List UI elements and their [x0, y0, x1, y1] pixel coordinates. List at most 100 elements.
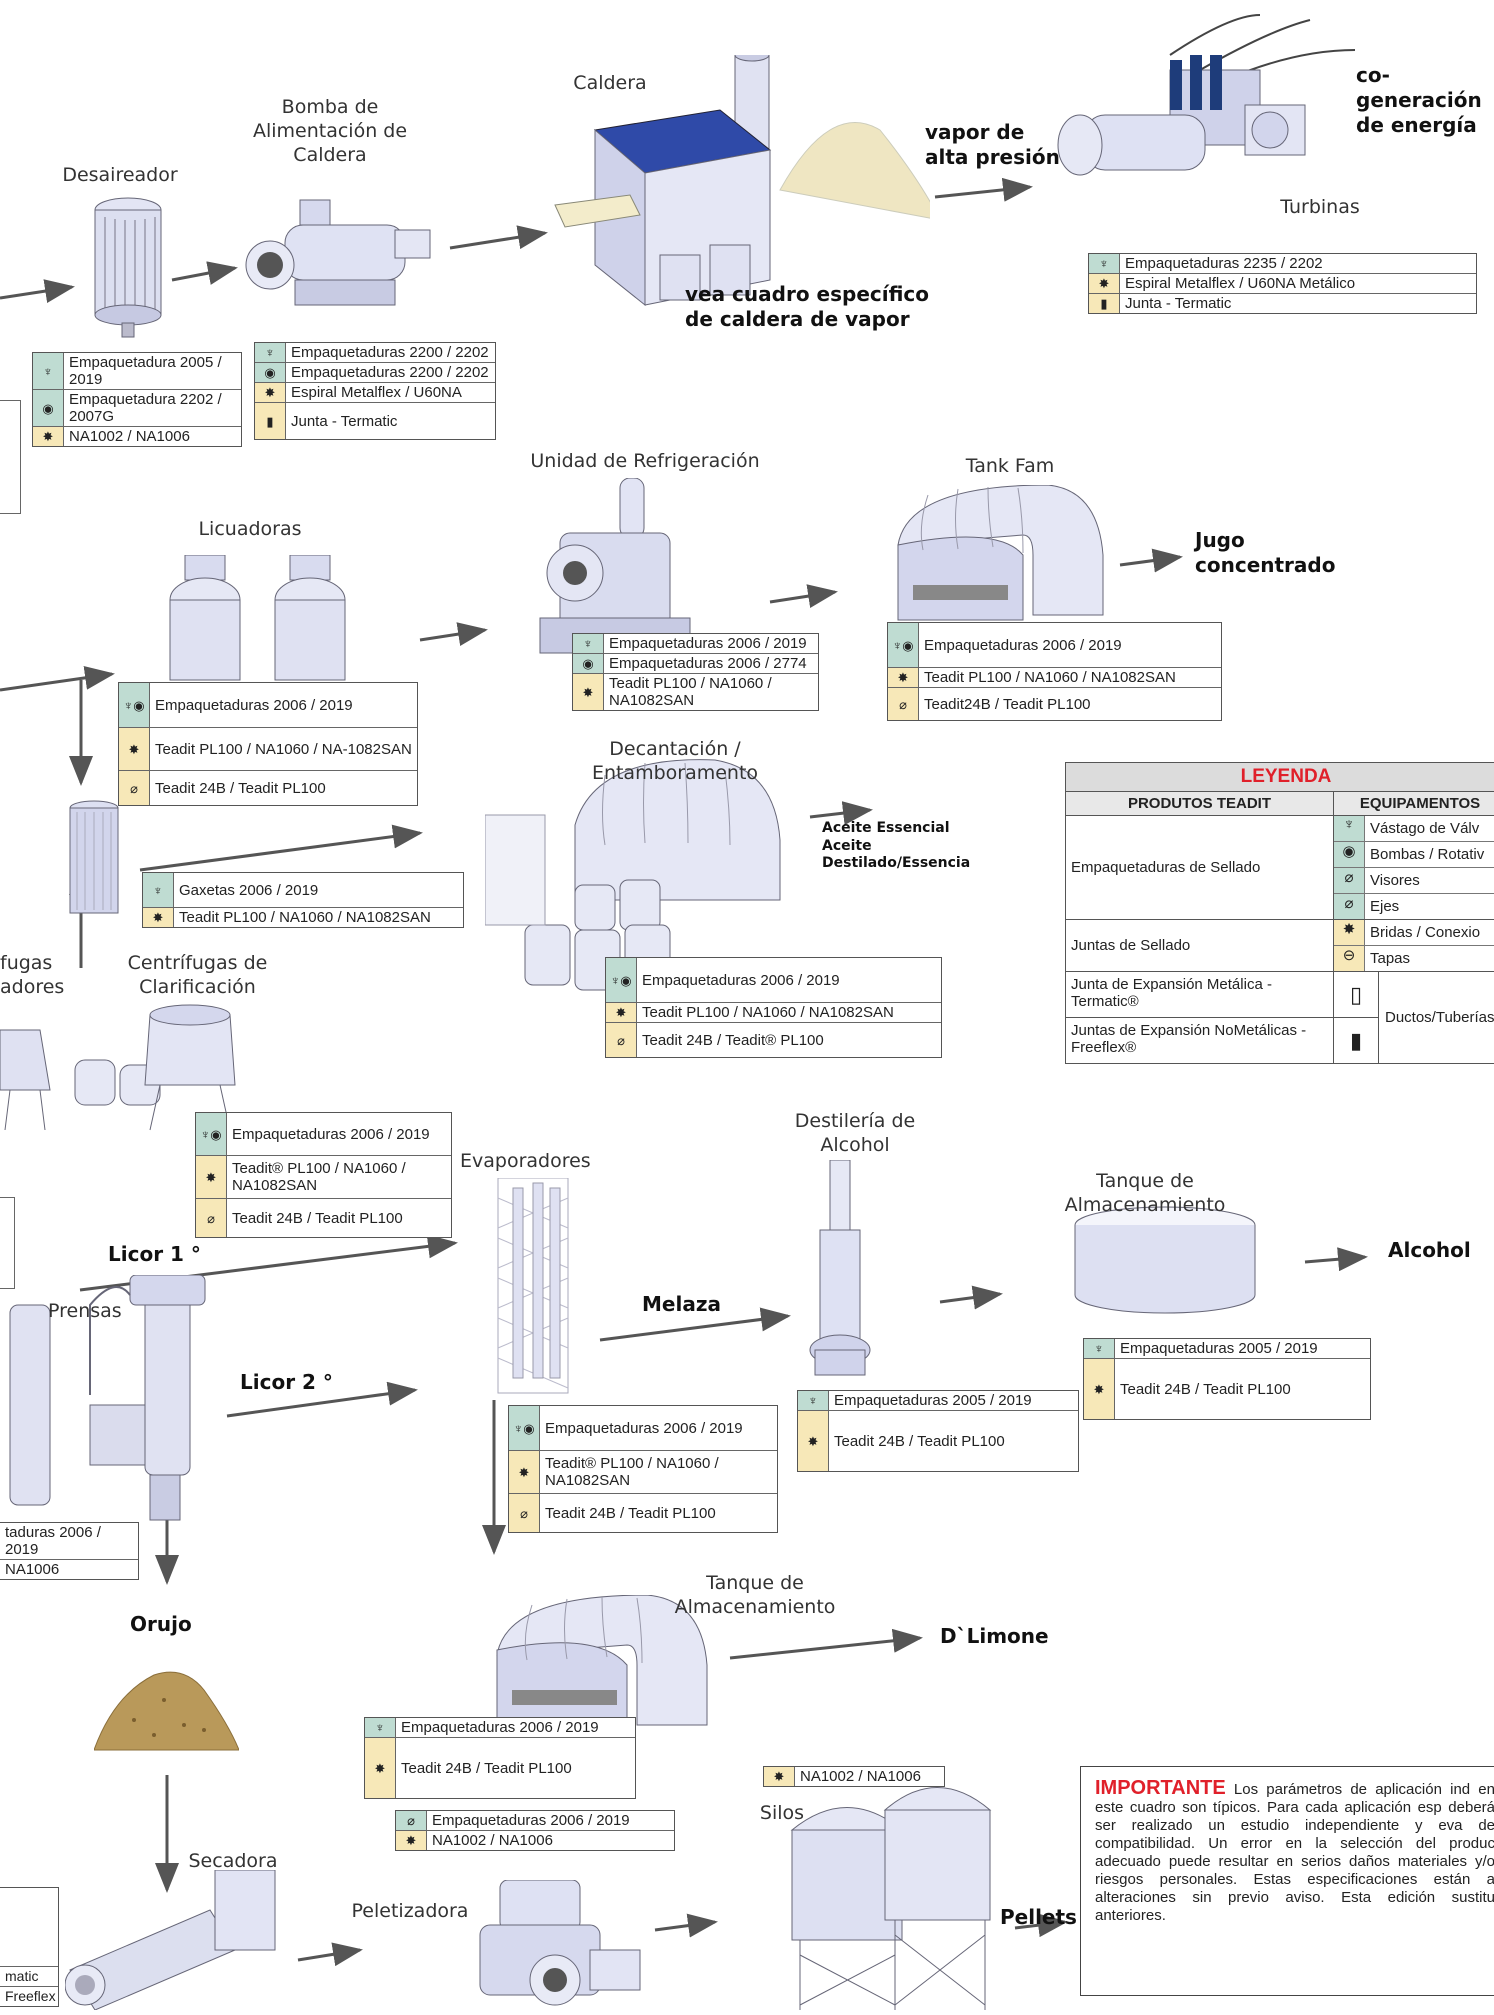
valve-stem-icon: ♆	[33, 353, 64, 389]
pump-icon: ◉	[33, 390, 64, 426]
decantacion-illustration	[485, 759, 781, 991]
peletizadora-illustration	[479, 1880, 641, 2006]
label-turbinas: Turbinas	[1280, 196, 1360, 218]
label-jugo: Jugo concentrado	[1195, 528, 1336, 577]
table-row: Empaquetaduras 2006 / 2774	[609, 655, 807, 672]
flange-icon: ✸	[1089, 274, 1120, 293]
label-prensas: Prensas	[48, 1300, 122, 1322]
label-destileria: Destilería de Alcohol	[794, 1110, 916, 1156]
table-row: Empaquetadura 2202 / 2007G	[69, 391, 222, 425]
visor-icon: ⌀	[606, 1023, 637, 1057]
table-row: Empaquetaduras 2006 / 2019	[545, 1419, 743, 1437]
table-tanque1: ♆Empaquetaduras 2005 / 2019 ✸Teadit 24B …	[1083, 1338, 1371, 1420]
label-tanque2: Tanque de Almacenamiento	[674, 1572, 836, 1618]
important-note: IMPORTANTE Los parámetros de aplicación …	[1080, 1766, 1494, 1996]
table-row: Teadit PL100 / NA1060 / NA1082SAN	[179, 909, 431, 926]
label-caldera: Caldera	[573, 72, 647, 94]
label-centrifugas-left: fugas adores	[0, 952, 65, 998]
flange-icon: ✸	[396, 1831, 427, 1850]
legend-equip: Vástago de Válv	[1370, 820, 1480, 837]
shaft-icon: ⌀	[1334, 894, 1365, 919]
left-box-top	[0, 400, 21, 514]
table-row: Empaquetaduras 2006 / 2019	[642, 971, 840, 989]
label-tank-fam: Tank Fam	[965, 455, 1055, 477]
label-tanque1: Tanque de Almacenamiento	[1064, 1170, 1226, 1216]
bomba-illustration	[245, 199, 431, 306]
flange-icon: ✸	[764, 1767, 795, 1786]
valve-stem-icon: ♆◉	[119, 683, 150, 727]
valve-stem-icon: ♆◉	[196, 1113, 227, 1155]
table-row: NA1002 / NA1006	[69, 428, 190, 445]
shaft-icon: ⌀	[396, 1811, 427, 1830]
visor-icon: ⌀	[888, 688, 919, 720]
turbinas-illustration	[1057, 14, 1356, 176]
label-melaza: Melaza	[642, 1292, 721, 1316]
valve-stem-icon: ♆	[143, 873, 174, 907]
table-tanque2: ♆ Empaquetaduras 2006 / 2019 ✸ Teadit 24B …	[364, 1717, 636, 1799]
table-row: Teadit PL100 / NA1060 / NA1082SAN	[642, 1004, 894, 1021]
table-row: Empaquetaduras 2006 / 2019	[924, 636, 1122, 654]
table-row: Empaquetaduras 2006 / 2019	[232, 1125, 430, 1143]
flange-icon: ✸	[365, 1738, 396, 1798]
legend-col-products: PRODUTOS TEADIT	[1066, 792, 1334, 815]
table-row: Empaquetadura 2005 / 2019	[69, 354, 222, 388]
valve-stem-icon: ♆	[1334, 816, 1365, 841]
left-box-mid	[0, 1197, 15, 1289]
cover-icon: ⊖	[1334, 946, 1365, 971]
table-row: Teadit 24B / Teadit PL100	[155, 779, 326, 797]
table-row: Teadit 24B / Teadit PL100	[834, 1432, 1005, 1450]
label-vea-cuadro: vea cuadro específico de caldera de vapo…	[685, 282, 930, 331]
secadora-illustration	[65, 1870, 276, 2010]
valve-stem-icon: ♆	[365, 1718, 396, 1737]
flange-icon: ✸	[798, 1411, 829, 1471]
table-row: Empaquetaduras 2006 / 2019	[155, 696, 353, 714]
label-secadora: Secadora	[188, 1850, 278, 1872]
legend-equip: Bridas / Conexio	[1370, 924, 1481, 941]
table-destil: ♆Empaquetaduras 2005 / 2019 ✸Teadit 24B …	[797, 1390, 1079, 1472]
termatic-icon: ▯	[1334, 972, 1378, 1018]
legend-product: Juntas de Expansión NoMetálicas - Freefl…	[1071, 1022, 1307, 1056]
tanque1-illustration	[1074, 1206, 1256, 1314]
label-evaporadores: Evaporadores	[460, 1150, 591, 1172]
table-decant: ♆◉Empaquetaduras 2006 / 2019 ✸Teadit PL1…	[605, 957, 942, 1058]
table-turbinas: ♆ Empaquetaduras 2235 / 2202 ✸ Espiral Met…	[1088, 253, 1477, 314]
table-row: Empaquetaduras 2006 / 2019	[609, 635, 807, 652]
visor-icon: ⌀	[119, 771, 150, 805]
table-row: Teadit PL100 / NA1060 / NA-1082SAN	[155, 740, 412, 758]
table-row: Junta - Termatic	[1125, 295, 1232, 312]
valve-stem-icon: ♆◉	[509, 1406, 540, 1450]
table-row: Junta - Termatic	[291, 412, 398, 430]
valve-stem-icon: ♆	[1089, 254, 1120, 273]
valve-stem-icon: ♆	[1084, 1339, 1115, 1358]
table-row: Empaquetaduras 2235 / 2202	[1125, 255, 1323, 272]
table-row: Empaquetaduras 2005 / 2019	[834, 1392, 1032, 1409]
left-na: NA1006	[5, 1561, 60, 1578]
label-desaireador: Desaireador	[62, 164, 178, 186]
left-box-prensas: taduras 2006 / 2019 NA1006	[0, 1522, 139, 1580]
table-row: Espiral Metalflex / U60NA	[291, 384, 462, 401]
table-row: Teadit PL100 / NA1060 / NA1082SAN	[609, 675, 772, 709]
table-row: Gaxetas 2006 / 2019	[179, 881, 319, 899]
flange-icon: ✸	[143, 908, 174, 927]
valve-stem-icon: ♆	[255, 343, 286, 362]
licuadoras-illustration	[169, 555, 346, 681]
label-cogeneracion: co-generación de energía	[1356, 63, 1482, 137]
legend-equip: Visores	[1370, 872, 1420, 889]
label-silos: Silos	[759, 1802, 805, 1824]
visor-icon: ⌀	[196, 1199, 227, 1237]
table-row: Teadit 24B / Teadit PL100	[401, 1759, 572, 1777]
table-row: NA1002 / NA1006	[432, 1832, 553, 1849]
left-box-secadora: matic Freeflex	[0, 1887, 59, 2007]
pump-icon: ◉	[573, 654, 604, 673]
expansion-joint-icon: ▮	[255, 403, 286, 439]
table-row: Empaquetaduras 2006 / 2019	[401, 1719, 599, 1736]
flange-icon: ✸	[509, 1451, 540, 1493]
table-licuadoras: ♆◉Empaquetaduras 2006 / 2019 ✸Teadit PL1…	[118, 682, 418, 806]
table-row: Espiral Metalflex / U60NA Metálico	[1125, 275, 1356, 292]
label-licor2: Licor 2 °	[240, 1370, 333, 1394]
visor-icon: ⌀	[1334, 868, 1365, 893]
table-desaireador: ♆Empaquetadura 2005 / 2019 ◉Empaquetadur…	[32, 352, 242, 447]
visor-icon: ⌀	[509, 1494, 540, 1532]
important-head: IMPORTANTE	[1095, 1777, 1226, 1799]
